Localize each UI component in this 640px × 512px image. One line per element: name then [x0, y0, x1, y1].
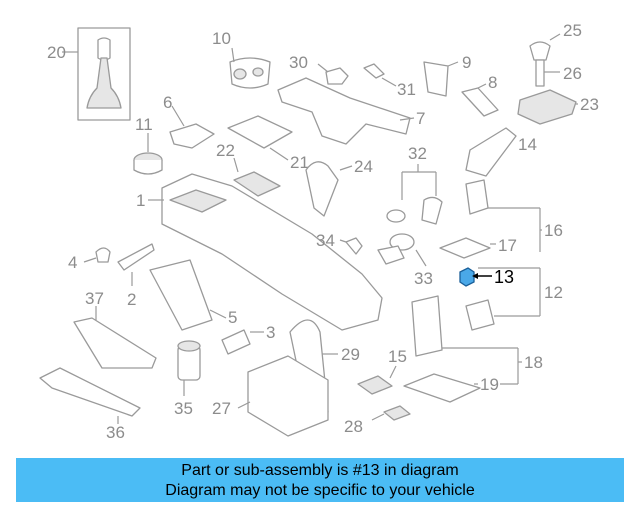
label-6: 6: [163, 93, 172, 112]
part-2[interactable]: [117, 243, 155, 286]
label-31: 31: [397, 80, 416, 99]
part-12[interactable]: [465, 267, 541, 331]
label-36: 36: [106, 423, 125, 442]
part-26-shaft[interactable]: [535, 59, 560, 87]
part-37[interactable]: [73, 306, 157, 369]
label-12: 12: [544, 283, 563, 302]
part-11[interactable]: [133, 133, 163, 175]
label-21: 21: [290, 153, 309, 172]
part-22[interactable]: [233, 157, 281, 197]
part-14[interactable]: [465, 127, 517, 177]
part-9[interactable]: [423, 61, 459, 97]
part-30[interactable]: [317, 63, 349, 85]
label-15: 15: [388, 347, 407, 366]
part-1-console[interactable]: [148, 173, 383, 331]
label-37: 37: [85, 289, 104, 308]
part-15[interactable]: [357, 365, 397, 395]
label-19: 19: [480, 375, 499, 394]
part-3[interactable]: [221, 329, 264, 355]
info-banner: Part or sub-assembly is #13 in diagram D…: [16, 458, 624, 502]
label-20: 20: [47, 43, 66, 62]
label-14: 14: [518, 135, 537, 154]
part-17[interactable]: [439, 237, 496, 259]
label-24: 24: [354, 157, 373, 176]
part-36[interactable]: [39, 367, 141, 424]
part-18[interactable]: [411, 295, 522, 385]
banner-line-2: Diagram may not be specific to your vehi…: [165, 482, 475, 499]
label-23: 23: [580, 95, 599, 114]
label-27: 27: [212, 399, 231, 418]
label-2: 2: [127, 290, 136, 309]
banner-line-1: Part or sub-assembly is #13 in diagram: [181, 462, 459, 479]
part-28[interactable]: [371, 405, 411, 421]
label-11: 11: [135, 115, 153, 134]
part-4[interactable]: [83, 247, 111, 263]
label-34: 34: [316, 231, 335, 250]
label-3: 3: [266, 323, 275, 342]
label-16: 16: [544, 221, 563, 240]
part-32[interactable]: [386, 164, 443, 225]
part-5[interactable]: [149, 259, 227, 331]
part-19[interactable]: [403, 373, 481, 403]
part-24[interactable]: [305, 161, 353, 217]
label-18: 18: [524, 353, 543, 372]
label-28: 28: [344, 417, 363, 436]
label-32: 32: [408, 144, 427, 163]
part-23-gate[interactable]: [517, 89, 578, 125]
part-34[interactable]: [339, 237, 363, 255]
label-1: 1: [136, 191, 145, 210]
part-25-knob[interactable]: [529, 33, 561, 61]
label-26: 26: [563, 64, 582, 83]
part-16[interactable]: [465, 179, 542, 252]
part-10-bezel[interactable]: [229, 47, 271, 89]
label-30: 30: [289, 53, 308, 72]
part-33[interactable]: [377, 233, 427, 267]
part-7-bracket[interactable]: [277, 77, 415, 145]
label-35: 35: [174, 399, 193, 418]
label-33: 33: [414, 269, 433, 288]
part-35[interactable]: [177, 340, 201, 396]
label-10: 10: [212, 29, 231, 48]
part-6[interactable]: [169, 105, 215, 149]
part-31[interactable]: [363, 63, 397, 87]
parts-diagram: 20 10 30 31 9 8 25 26: [39, 21, 599, 442]
label-22: 22: [216, 141, 235, 160]
part-20-shift-boot[interactable]: [62, 27, 131, 121]
label-8: 8: [488, 73, 497, 92]
label-5: 5: [228, 308, 237, 327]
label-25: 25: [563, 21, 582, 40]
label-7: 7: [416, 109, 425, 128]
part-13-highlighted[interactable]: [459, 267, 492, 287]
part-27[interactable]: [237, 355, 329, 437]
part-8[interactable]: [461, 83, 499, 117]
part-21[interactable]: [227, 115, 293, 161]
label-17: 17: [498, 236, 517, 255]
label-9: 9: [462, 53, 471, 72]
label-4: 4: [68, 253, 77, 272]
label-29: 29: [341, 345, 360, 364]
label-13: 13: [494, 267, 514, 287]
